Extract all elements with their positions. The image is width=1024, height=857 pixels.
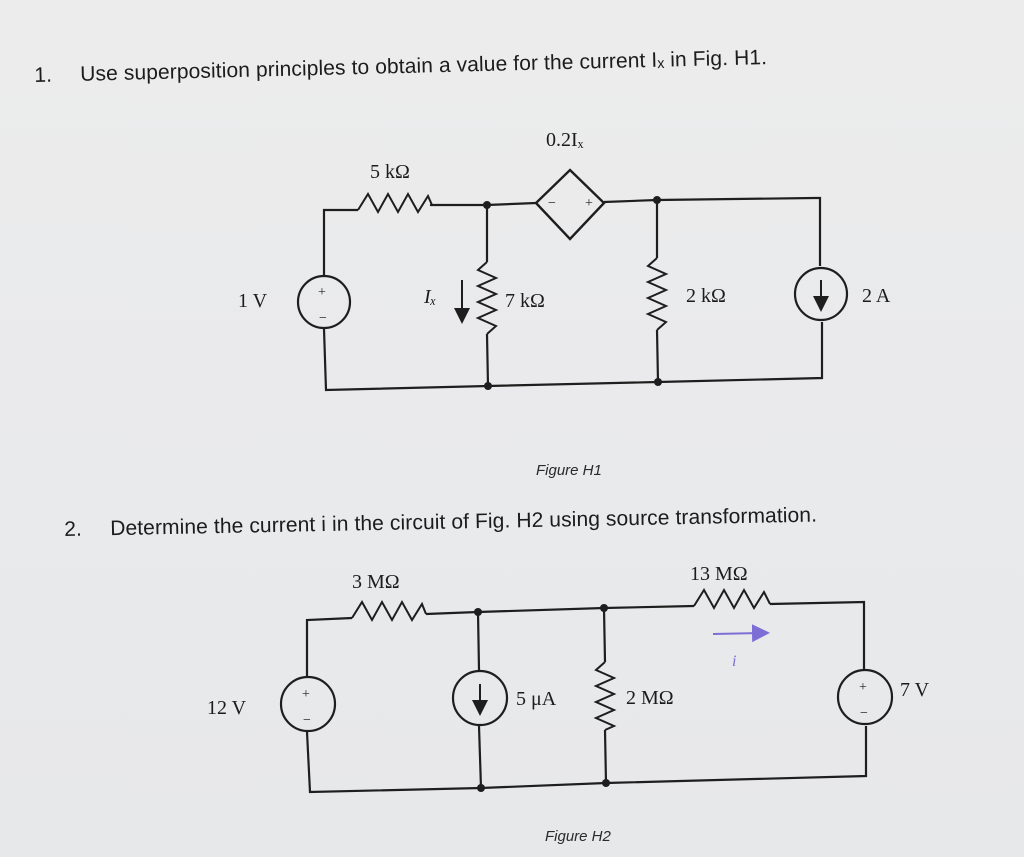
- minus-sign: −: [303, 713, 311, 728]
- resistor-3m-symbol: [351, 599, 427, 623]
- resistor-2m-label: 2 MΩ: [626, 687, 674, 709]
- resistor-5k-symbol: [357, 191, 433, 215]
- figure-h2-caption: Figure H2: [545, 828, 611, 845]
- current-i-label: i: [732, 653, 736, 670]
- voltage-source-1v-label: 1 V: [238, 290, 268, 312]
- junction-dot: [474, 608, 482, 616]
- dependent-voltage-source-diamond: [534, 168, 606, 241]
- wire: [485, 333, 490, 387]
- wire: [603, 196, 822, 266]
- minus-sign: −: [319, 311, 327, 326]
- current-source-5ua-label: 5 μA: [516, 688, 557, 710]
- plus-sign: +: [318, 285, 326, 300]
- wire: [305, 616, 353, 677]
- resistor-3m-label: 3 MΩ: [352, 571, 400, 593]
- wire: [477, 725, 483, 789]
- resistor-5k-label: 5 kΩ: [370, 161, 410, 183]
- voltage-source-12v-symbol: [279, 675, 337, 733]
- wire: [305, 726, 868, 794]
- wire: [430, 201, 537, 207]
- resistor-13m-symbol: [693, 587, 771, 611]
- plus-sign: +: [302, 687, 310, 702]
- junction-dot: [483, 201, 491, 209]
- minus-sign: −: [548, 196, 556, 211]
- wire: [655, 329, 660, 383]
- current-i-arrow: [712, 624, 770, 643]
- figure-h1-caption: Figure H1: [536, 462, 602, 479]
- resistor-13m-label: 13 MΩ: [690, 563, 748, 585]
- voltage-source-1v-symbol: [296, 274, 352, 330]
- voltage-source-7v-symbol: [836, 668, 894, 726]
- wire: [476, 611, 481, 671]
- resistor-2k-symbol: [645, 257, 669, 331]
- figure-h2-circuit: + − 12 V 3 MΩ 5 μA 2 MΩ 13 MΩ i + − 7 V: [207, 563, 930, 794]
- junction-dot: [477, 784, 485, 792]
- resistor-2k-label: 2 kΩ: [686, 285, 726, 307]
- current-source-2a-symbol: [793, 266, 849, 322]
- current-source-5ua-symbol: [451, 669, 509, 727]
- wire: [603, 729, 608, 784]
- wire: [322, 208, 358, 275]
- minus-sign: −: [860, 706, 868, 721]
- junction-dot: [654, 378, 662, 386]
- junction-dot: [653, 196, 661, 204]
- wire: [769, 600, 866, 670]
- resistor-7k-symbol: [475, 261, 499, 335]
- current-source-2a-label: 2 A: [862, 285, 891, 307]
- voltage-source-12v-label: 12 V: [207, 697, 247, 719]
- resistor-7k-label: 7 kΩ: [505, 290, 545, 312]
- wire: [322, 322, 824, 392]
- wire: [425, 604, 695, 616]
- plus-sign: +: [585, 196, 593, 211]
- wire: [602, 607, 607, 663]
- junction-dot: [600, 604, 608, 612]
- current-ix-label: Iₓ: [423, 286, 436, 308]
- junction-dot: [484, 382, 492, 390]
- dependent-source-label: 0.2Iₓ: [546, 129, 584, 151]
- resistor-2m-symbol: [593, 661, 617, 731]
- figure-h1-circuit: 5 kΩ − + 0.2Iₓ + − 1 V Iₓ 7 kΩ 2 kΩ 2 A: [238, 129, 891, 392]
- plus-sign: +: [859, 680, 867, 695]
- voltage-source-7v-label: 7 V: [900, 679, 930, 701]
- junction-dot: [602, 779, 610, 787]
